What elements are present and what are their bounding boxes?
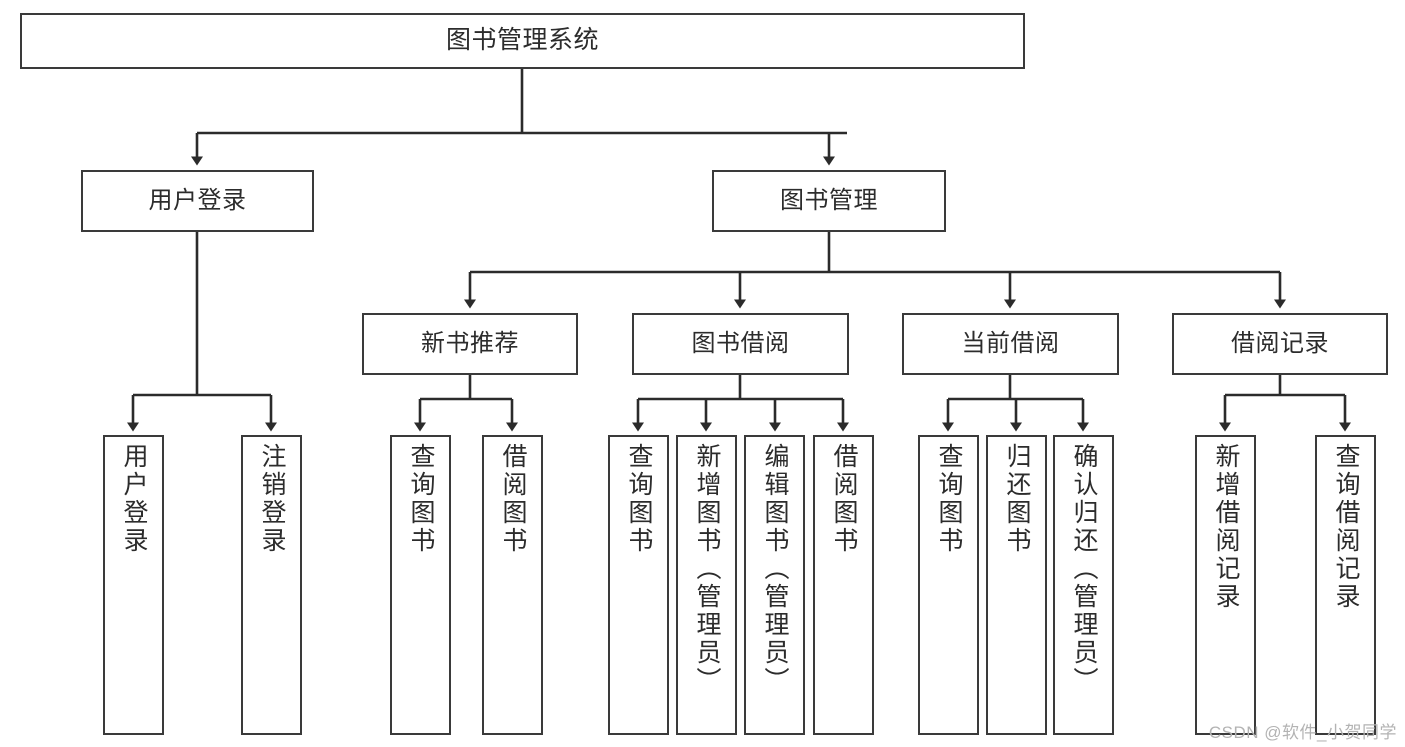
node-leaf-add-record-label: 新增借阅记录 — [1212, 443, 1240, 611]
node-leaf-query-book-1[interactable]: 查询图书 — [390, 435, 451, 735]
node-leaf-confirm-return[interactable]: 确认归还（管理员） — [1053, 435, 1114, 735]
node-leaf-borrow-book-1[interactable]: 借阅图书 — [482, 435, 543, 735]
node-leaf-borrow-book-2[interactable]: 借阅图书 — [813, 435, 874, 735]
node-leaf-logout-login-label: 注销登录 — [258, 443, 286, 555]
node-leaf-query-book-3-label: 查询图书 — [935, 443, 963, 555]
node-book-manage-label: 图书管理 — [780, 186, 878, 214]
node-leaf-borrow-book-2-label: 借阅图书 — [830, 443, 858, 555]
node-leaf-add-book[interactable]: 新增图书（管理员） — [676, 435, 737, 735]
node-book-borrow[interactable]: 图书借阅 — [632, 313, 849, 375]
node-leaf-query-book-3[interactable]: 查询图书 — [918, 435, 979, 735]
node-leaf-return-book[interactable]: 归还图书 — [986, 435, 1047, 735]
node-root-system-label: 图书管理系统 — [445, 26, 599, 55]
node-user-login-label: 用户登录 — [148, 186, 247, 214]
node-book-borrow-label: 图书借阅 — [691, 329, 790, 357]
node-leaf-add-book-label: 新增图书（管理员） — [693, 443, 721, 695]
node-book-manage[interactable]: 图书管理 — [712, 170, 946, 232]
node-leaf-query-book-2-label: 查询图书 — [625, 443, 653, 555]
node-leaf-edit-book-label: 编辑图书（管理员） — [761, 443, 789, 695]
node-current-borrow[interactable]: 当前借阅 — [902, 313, 1119, 375]
node-leaf-query-record-label: 查询借阅记录 — [1332, 443, 1360, 611]
node-borrow-record[interactable]: 借阅记录 — [1172, 313, 1388, 375]
node-leaf-query-book-1-label: 查询图书 — [407, 443, 435, 555]
node-leaf-user-login[interactable]: 用户登录 — [103, 435, 164, 735]
node-leaf-borrow-book-1-label: 借阅图书 — [499, 443, 527, 555]
node-new-book-recommend[interactable]: 新书推荐 — [362, 313, 578, 375]
node-leaf-user-login-label: 用户登录 — [120, 443, 148, 555]
node-new-book-recommend-label: 新书推荐 — [421, 329, 519, 357]
node-leaf-edit-book[interactable]: 编辑图书（管理员） — [744, 435, 805, 735]
node-leaf-confirm-return-label: 确认归还（管理员） — [1070, 443, 1098, 695]
node-leaf-query-record[interactable]: 查询借阅记录 — [1315, 435, 1376, 735]
node-leaf-add-record[interactable]: 新增借阅记录 — [1195, 435, 1256, 735]
node-leaf-return-book-label: 归还图书 — [1003, 443, 1031, 555]
node-current-borrow-label: 当前借阅 — [961, 329, 1060, 357]
node-leaf-query-book-2[interactable]: 查询图书 — [608, 435, 669, 735]
node-user-login[interactable]: 用户登录 — [81, 170, 314, 232]
node-leaf-logout-login[interactable]: 注销登录 — [241, 435, 302, 735]
node-borrow-record-label: 借阅记录 — [1231, 329, 1329, 357]
csdn-watermark: CSDN @软件_小贺同学 — [1208, 723, 1397, 742]
node-root-system[interactable]: 图书管理系统 — [20, 13, 1025, 69]
